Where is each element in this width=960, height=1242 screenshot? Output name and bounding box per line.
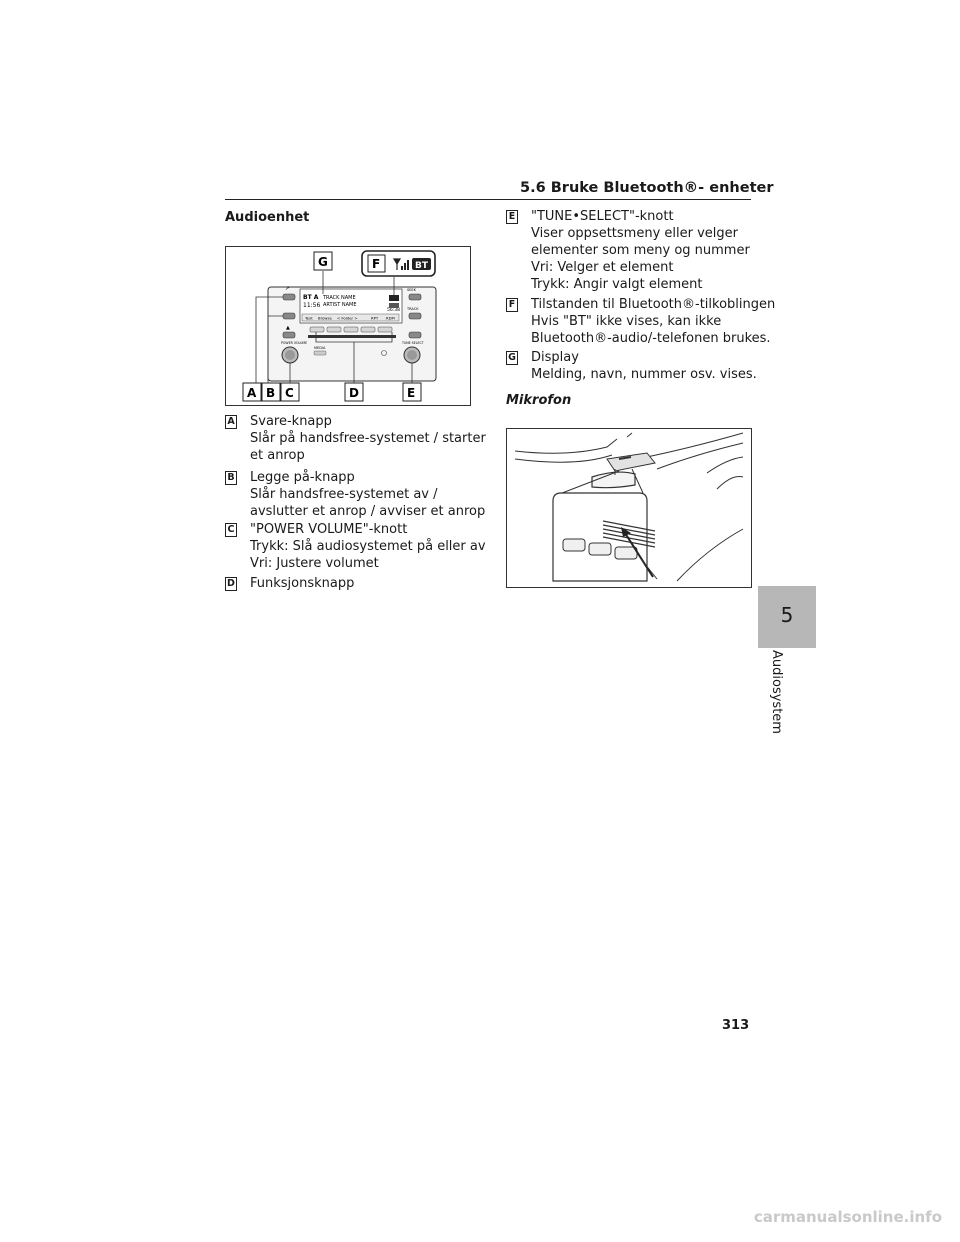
callout-c: C [285,386,294,400]
softkey-4: RDM [386,316,395,321]
function-buttons [309,326,393,333]
item-desc-line: Trykk: Slå audiosystemet på eller av [250,539,486,554]
display-artist: ARTIST NAME [323,302,357,308]
power-label: POWER VOLUME [281,341,307,345]
item-desc-line: Bluetooth®-audio/-telefonen brukes. [531,331,771,346]
item-desc-line: Hvis "BT" ikke vises, kan ikke [531,314,722,329]
list-item: G Display Melding, navn, nummer osv. vis… [506,350,757,384]
item-desc-line: avslutter et anrop / avviser et anrop [250,504,486,519]
item-key: D [225,577,237,591]
media-label: MEDIA [314,346,326,350]
seek-label: SEEK [407,288,417,292]
item-title: Display [531,350,579,365]
hangup-button-shape [282,312,296,320]
header-rule [225,199,751,200]
item-desc-line: Slår på handsfree-systemet / starter [250,431,486,446]
bt-badge-shape [412,258,431,270]
item-title: "POWER VOLUME"-knott [250,522,408,537]
display-counter: 56:38 [387,307,400,313]
microphone-illustration [514,432,744,582]
list-item: C "POWER VOLUME"-knott Trykk: Slå audios… [225,522,486,571]
microphone-heading: Mikrofon [506,393,572,408]
svg-text:↗: ↗ [285,285,290,292]
audio-unit-figure: ↗ ▲ BT A 11:56 TRACK NAME ARTIST NAME 56… [225,246,471,406]
softkey-0: Text [304,316,313,321]
item-title: Legge på-knapp [250,470,355,485]
audio-unit-illustration: ↗ ▲ BT A 11:56 TRACK NAME ARTIST NAME 56… [242,250,437,402]
softkey-3: RPT [371,316,379,321]
chapter-label: Audiosystem [762,650,786,734]
list-item: F Tilstanden til Bluetooth®-tilkoblingen… [506,297,775,347]
callout-f: F [372,257,380,271]
item-key: F [506,298,518,312]
item-desc-line: Viser oppsettsmeny eller velger [531,226,738,241]
display-band: BT A [303,294,319,301]
tune-label: TUNE·SELECT [401,341,424,345]
callout-b: B [266,386,275,400]
chapter-tab [758,586,816,648]
callout-e: E [407,386,415,400]
watermark: carmanualsonline.info [753,1208,942,1226]
display-time: 11:56 [303,302,320,309]
page-number: 313 [722,1018,750,1033]
display-track: TRACK NAME [322,295,356,301]
item-title: Tilstanden til Bluetooth®-tilkoblingen [531,297,776,312]
item-key: G [506,351,518,365]
softkey-1: Browse [318,316,332,321]
audio-unit-heading: Audioenhet [225,210,310,225]
answer-button-shape [282,293,296,301]
signal-icon [392,258,402,270]
item-title: "TUNE•SELECT"-knott [531,209,674,224]
svg-text:▲: ▲ [286,325,290,331]
item-desc-line: elementer som meny og nummer [531,243,750,258]
list-item: D Funksjonsknapp [225,576,485,594]
microphone-figure [506,428,752,588]
section-title: 5.6 Bruke Bluetooth®- enheter [520,180,774,196]
cd-slot [308,335,396,338]
callout-d: D [349,386,359,400]
item-desc-line: et anrop [250,448,305,463]
list-item: B Legge på-knapp Slår handsfree-systemet… [225,470,486,519]
list-item: E "TUNE•SELECT"-knott Viser oppsettsmeny… [506,209,756,293]
softkey-2: < Folder > [337,316,358,321]
track-label: TRACK [406,307,419,311]
item-desc-line: Slår handsfree-systemet av / [250,487,438,502]
callout-a: A [247,386,257,400]
item-title: Svare-knapp [250,414,332,429]
item-desc-line: Melding, navn, nummer osv. vises. [531,367,757,382]
item-key: E [506,210,518,224]
display-softkeys: Text Browse < Folder > RPT RDM [301,313,400,322]
bt-badge-text: BT [415,261,429,271]
item-key: A [225,415,237,429]
item-key: B [225,471,237,485]
chapter-number: 5 [780,603,794,627]
item-title: Funksjonsknapp [250,576,355,591]
list-item: A Svare-knapp Slår på handsfree-systemet… [225,414,486,463]
callout-g: G [318,255,328,269]
item-key: C [225,523,237,537]
chapter-label-text: Audiosystem [769,650,784,734]
item-desc-line: Vri: Justere volumet [250,556,379,571]
item-desc-line: Trykk: Angir valgt element [531,277,703,292]
item-desc-line: Vri: Velger et element [531,260,674,275]
